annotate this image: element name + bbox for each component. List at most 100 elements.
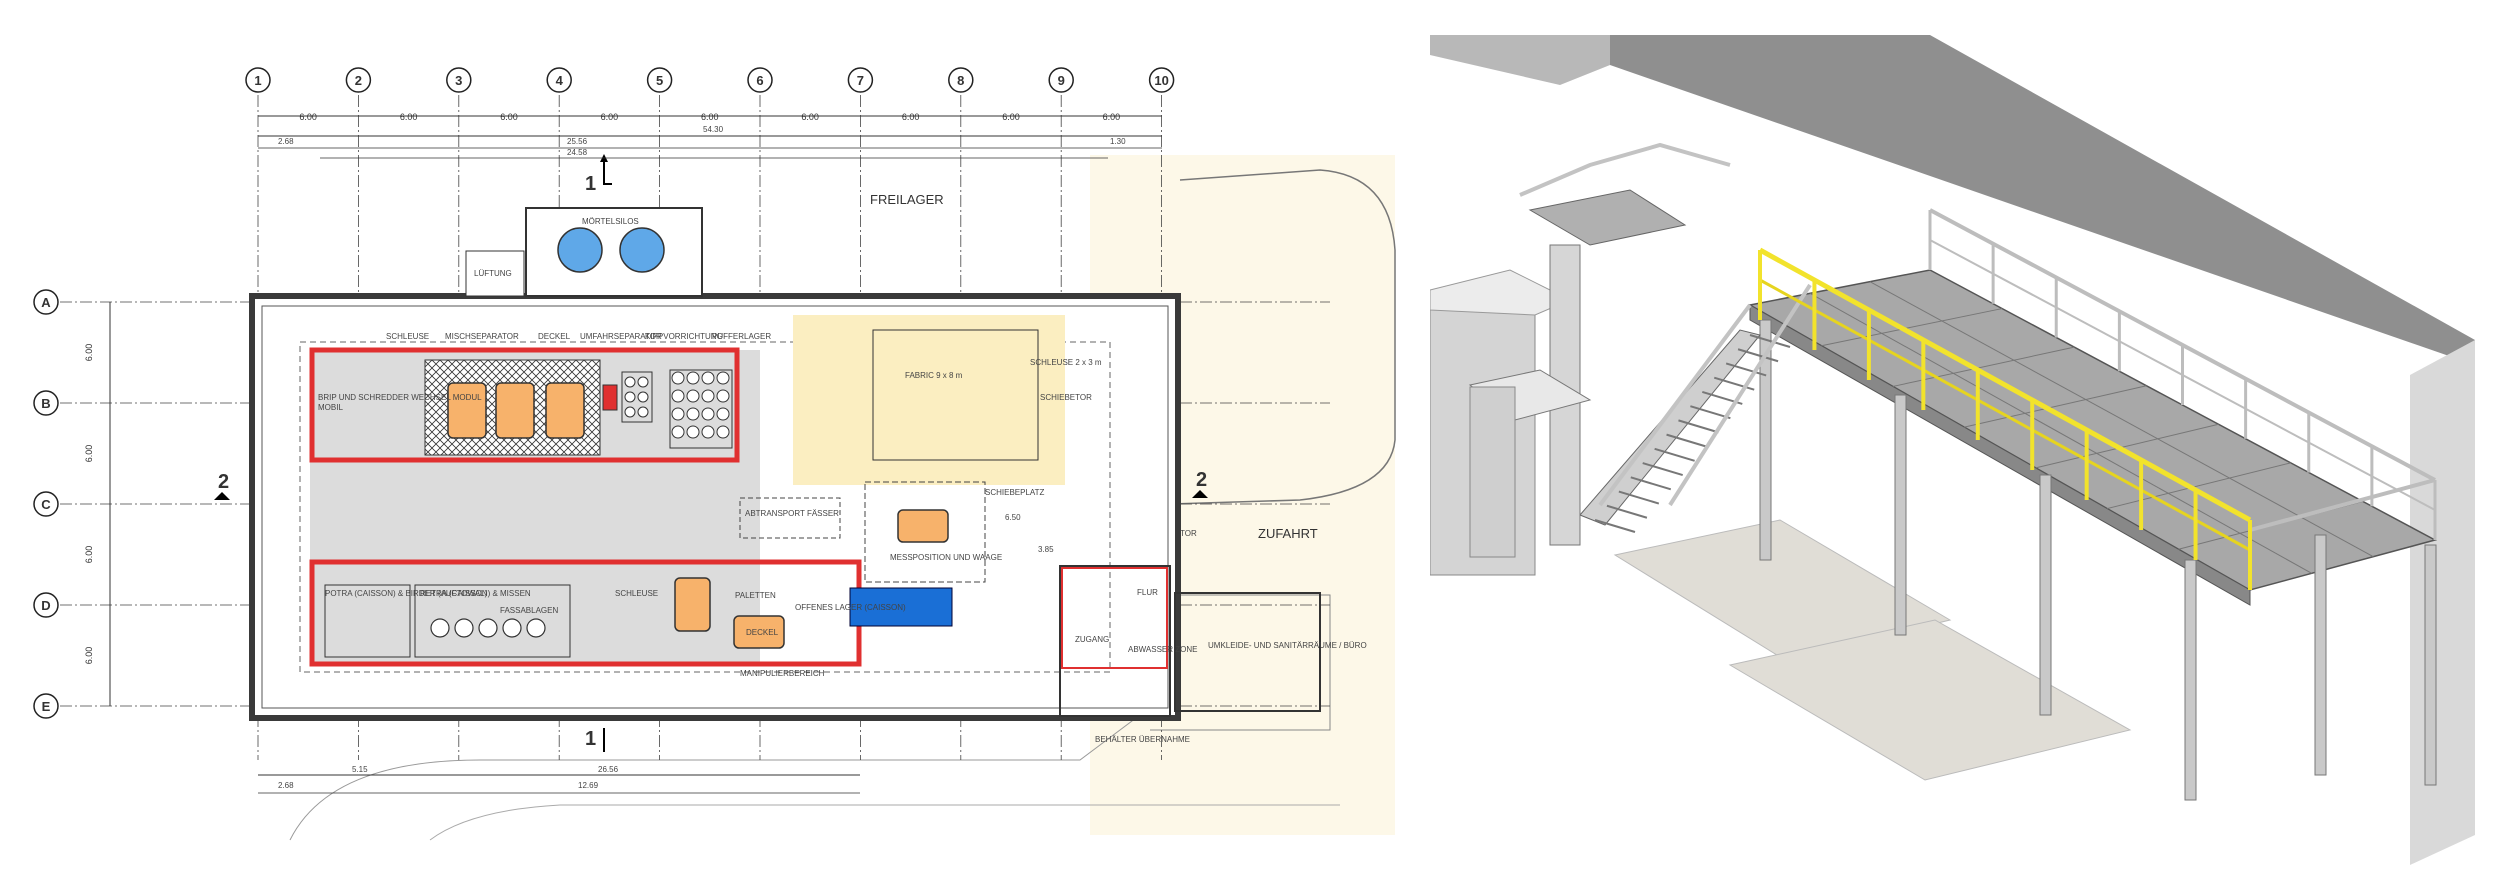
svg-text:2: 2 <box>1196 469 1207 491</box>
grid-label-col-1: 1 <box>254 73 261 88</box>
col-spacing-label: 6.00 <box>701 112 719 122</box>
grid-label-row-C: C <box>41 497 51 512</box>
drum <box>716 371 730 385</box>
grid-bubble-col-10 <box>1148 67 1175 93</box>
row-spacing-label: 6.00 <box>84 647 94 665</box>
drum <box>624 406 636 418</box>
small-room-red <box>1061 567 1168 669</box>
deck-joint <box>1964 385 2147 428</box>
svg-text:2: 2 <box>218 471 229 493</box>
grid-bubble-row-A <box>33 289 59 315</box>
manipulierbereich-label: MANIPULIERBEREICH <box>740 669 825 678</box>
column <box>2039 474 2052 716</box>
landing-rail <box>1519 142 1731 197</box>
grid-bubble-row-C <box>33 491 59 517</box>
kippvorrichtung-label: KIPPVORRICHTUNG <box>645 332 723 341</box>
floor-pad-2 <box>1728 619 2132 781</box>
grid-label-col-10: 10 <box>1154 73 1168 88</box>
fabric-area <box>872 329 1039 461</box>
flur-label: FLUR <box>1137 588 1158 597</box>
drum <box>701 371 715 385</box>
stair-tread <box>1618 490 1660 505</box>
stair-tread <box>1725 362 1767 377</box>
deck-joint <box>2035 423 2219 469</box>
control-zone-top <box>309 347 740 463</box>
drum <box>686 425 700 439</box>
drum <box>454 618 474 638</box>
col-spacing-label: 6.00 <box>1002 112 1020 122</box>
deck-joint <box>1869 281 2374 558</box>
stair-tread <box>1594 519 1636 533</box>
deck-grating <box>1809 281 2374 574</box>
annex <box>1174 592 1321 712</box>
stair-tread <box>1690 405 1731 420</box>
platform-deck-edge <box>1749 304 2251 606</box>
section-mark-top: 1 <box>585 154 612 195</box>
silo-enclosure <box>525 207 703 297</box>
drum <box>716 389 730 403</box>
drum <box>502 618 522 638</box>
drums-top <box>624 371 730 439</box>
drum <box>478 618 498 638</box>
umfahrseparator-label: UMFAHRSEPARATOR <box>580 332 662 341</box>
section-mark-bottom: 1 <box>585 728 605 752</box>
lueftung-label: LÜFTUNG <box>474 269 512 278</box>
zufahrt-label: ZUFAHRT <box>1258 526 1318 541</box>
svg-text:2.68: 2.68 <box>278 137 294 146</box>
drum <box>671 371 685 385</box>
yellow-zone <box>793 315 1065 485</box>
right-wall-face <box>2410 340 2475 865</box>
overall-dimension: 54.30 2.68 25.56 1.30 24.58 <box>258 125 1162 159</box>
road-outline <box>1139 169 1396 506</box>
lueftung-box <box>465 250 525 297</box>
stair-tread <box>1666 433 1707 448</box>
svg-text:1: 1 <box>585 728 596 750</box>
grid-bubble-col-7 <box>847 67 874 93</box>
deck-joint <box>2107 462 2291 510</box>
pufferlager-label: PUFFERLAGER <box>712 332 771 341</box>
deck-joint <box>1821 308 2003 347</box>
container-3 <box>545 382 585 439</box>
drum <box>701 425 715 439</box>
container-6 <box>897 509 949 543</box>
grid-bubble-col-8 <box>948 67 974 93</box>
building-inner-line <box>261 305 1169 709</box>
yellow-top-rail <box>1758 247 2252 523</box>
room-d2 <box>414 584 571 658</box>
schleuse-top-label: SCHLEUSE <box>386 332 429 341</box>
grid-bubble-col-2 <box>345 67 372 93</box>
red-marker <box>602 384 618 411</box>
drum <box>686 389 700 403</box>
floor-pad-1 <box>1613 519 1952 661</box>
fass-ablage-label: FASSABLAGEN <box>500 606 558 615</box>
drum <box>701 389 715 403</box>
column-grid: 16.0026.0036.0046.0056.0066.0076.0086.00… <box>245 67 1175 760</box>
grid-label-col-6: 6 <box>756 73 763 88</box>
stair-tread <box>1737 348 1779 363</box>
grid-bubble-row-B <box>33 390 59 416</box>
svg-text:2.68: 2.68 <box>278 781 294 790</box>
fabric-label: FABRIC 9 x 8 m <box>905 371 963 380</box>
moertelsilos-label: MÖRTELSILOS <box>582 217 639 226</box>
road-outline-2 <box>1150 594 1331 731</box>
stair-tread <box>1713 376 1755 391</box>
room-d2-label: RETRA (CAISSON) & MISSEN <box>420 589 531 598</box>
platform-deck <box>1747 269 2438 591</box>
isometric-platform-view <box>1430 35 2475 865</box>
back-wall-top <box>1430 35 1610 85</box>
road-curve-bottom-2 <box>429 804 1340 841</box>
drum <box>701 407 715 421</box>
interior-dashed-line <box>299 341 1111 673</box>
landing <box>1528 189 1687 246</box>
end-rail <box>2249 478 2436 532</box>
offenes-lager-label: OFFENES LAGER (CAISSON) <box>795 603 906 612</box>
drums-bottom <box>430 618 546 638</box>
grid-label-col-3: 3 <box>455 73 462 88</box>
grid-label-col-9: 9 <box>1058 73 1065 88</box>
column <box>2184 559 2197 801</box>
svg-text:5.15: 5.15 <box>352 765 368 774</box>
svg-text:24.58: 24.58 <box>567 148 588 157</box>
drum <box>637 376 649 388</box>
col-spacing-label: 6.00 <box>902 112 920 122</box>
container-2 <box>495 382 535 439</box>
